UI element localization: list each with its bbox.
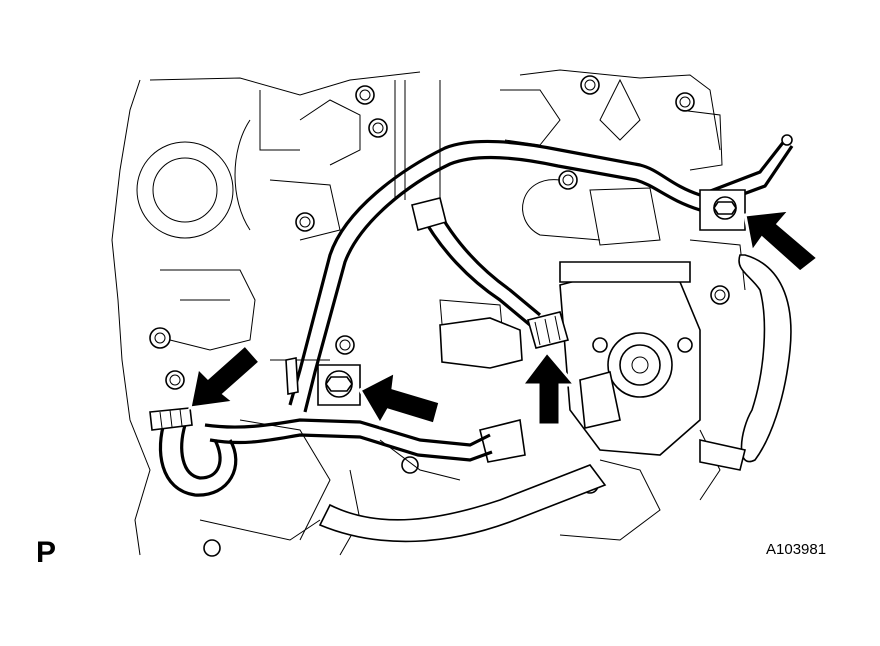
bracket-bolt-right	[699, 189, 746, 231]
engine-block-outline	[111, 69, 746, 556]
connecting-hose	[411, 197, 542, 327]
right-hose	[559, 254, 792, 471]
arrow-hose-clamp	[188, 342, 263, 410]
pump-clamp	[527, 311, 569, 349]
lower-hose	[318, 464, 607, 543]
bracket-bolt-center	[285, 357, 361, 406]
fuel-pump	[439, 271, 701, 463]
figure-id: A103981	[766, 541, 827, 558]
left-u-hose	[149, 407, 238, 497]
arrow-center-bolt	[357, 369, 442, 427]
arrow-pump-clamp	[518, 349, 579, 427]
arrow-right-bolt	[743, 208, 821, 274]
view-label: P	[36, 536, 57, 569]
fuel-tube	[204, 134, 794, 462]
